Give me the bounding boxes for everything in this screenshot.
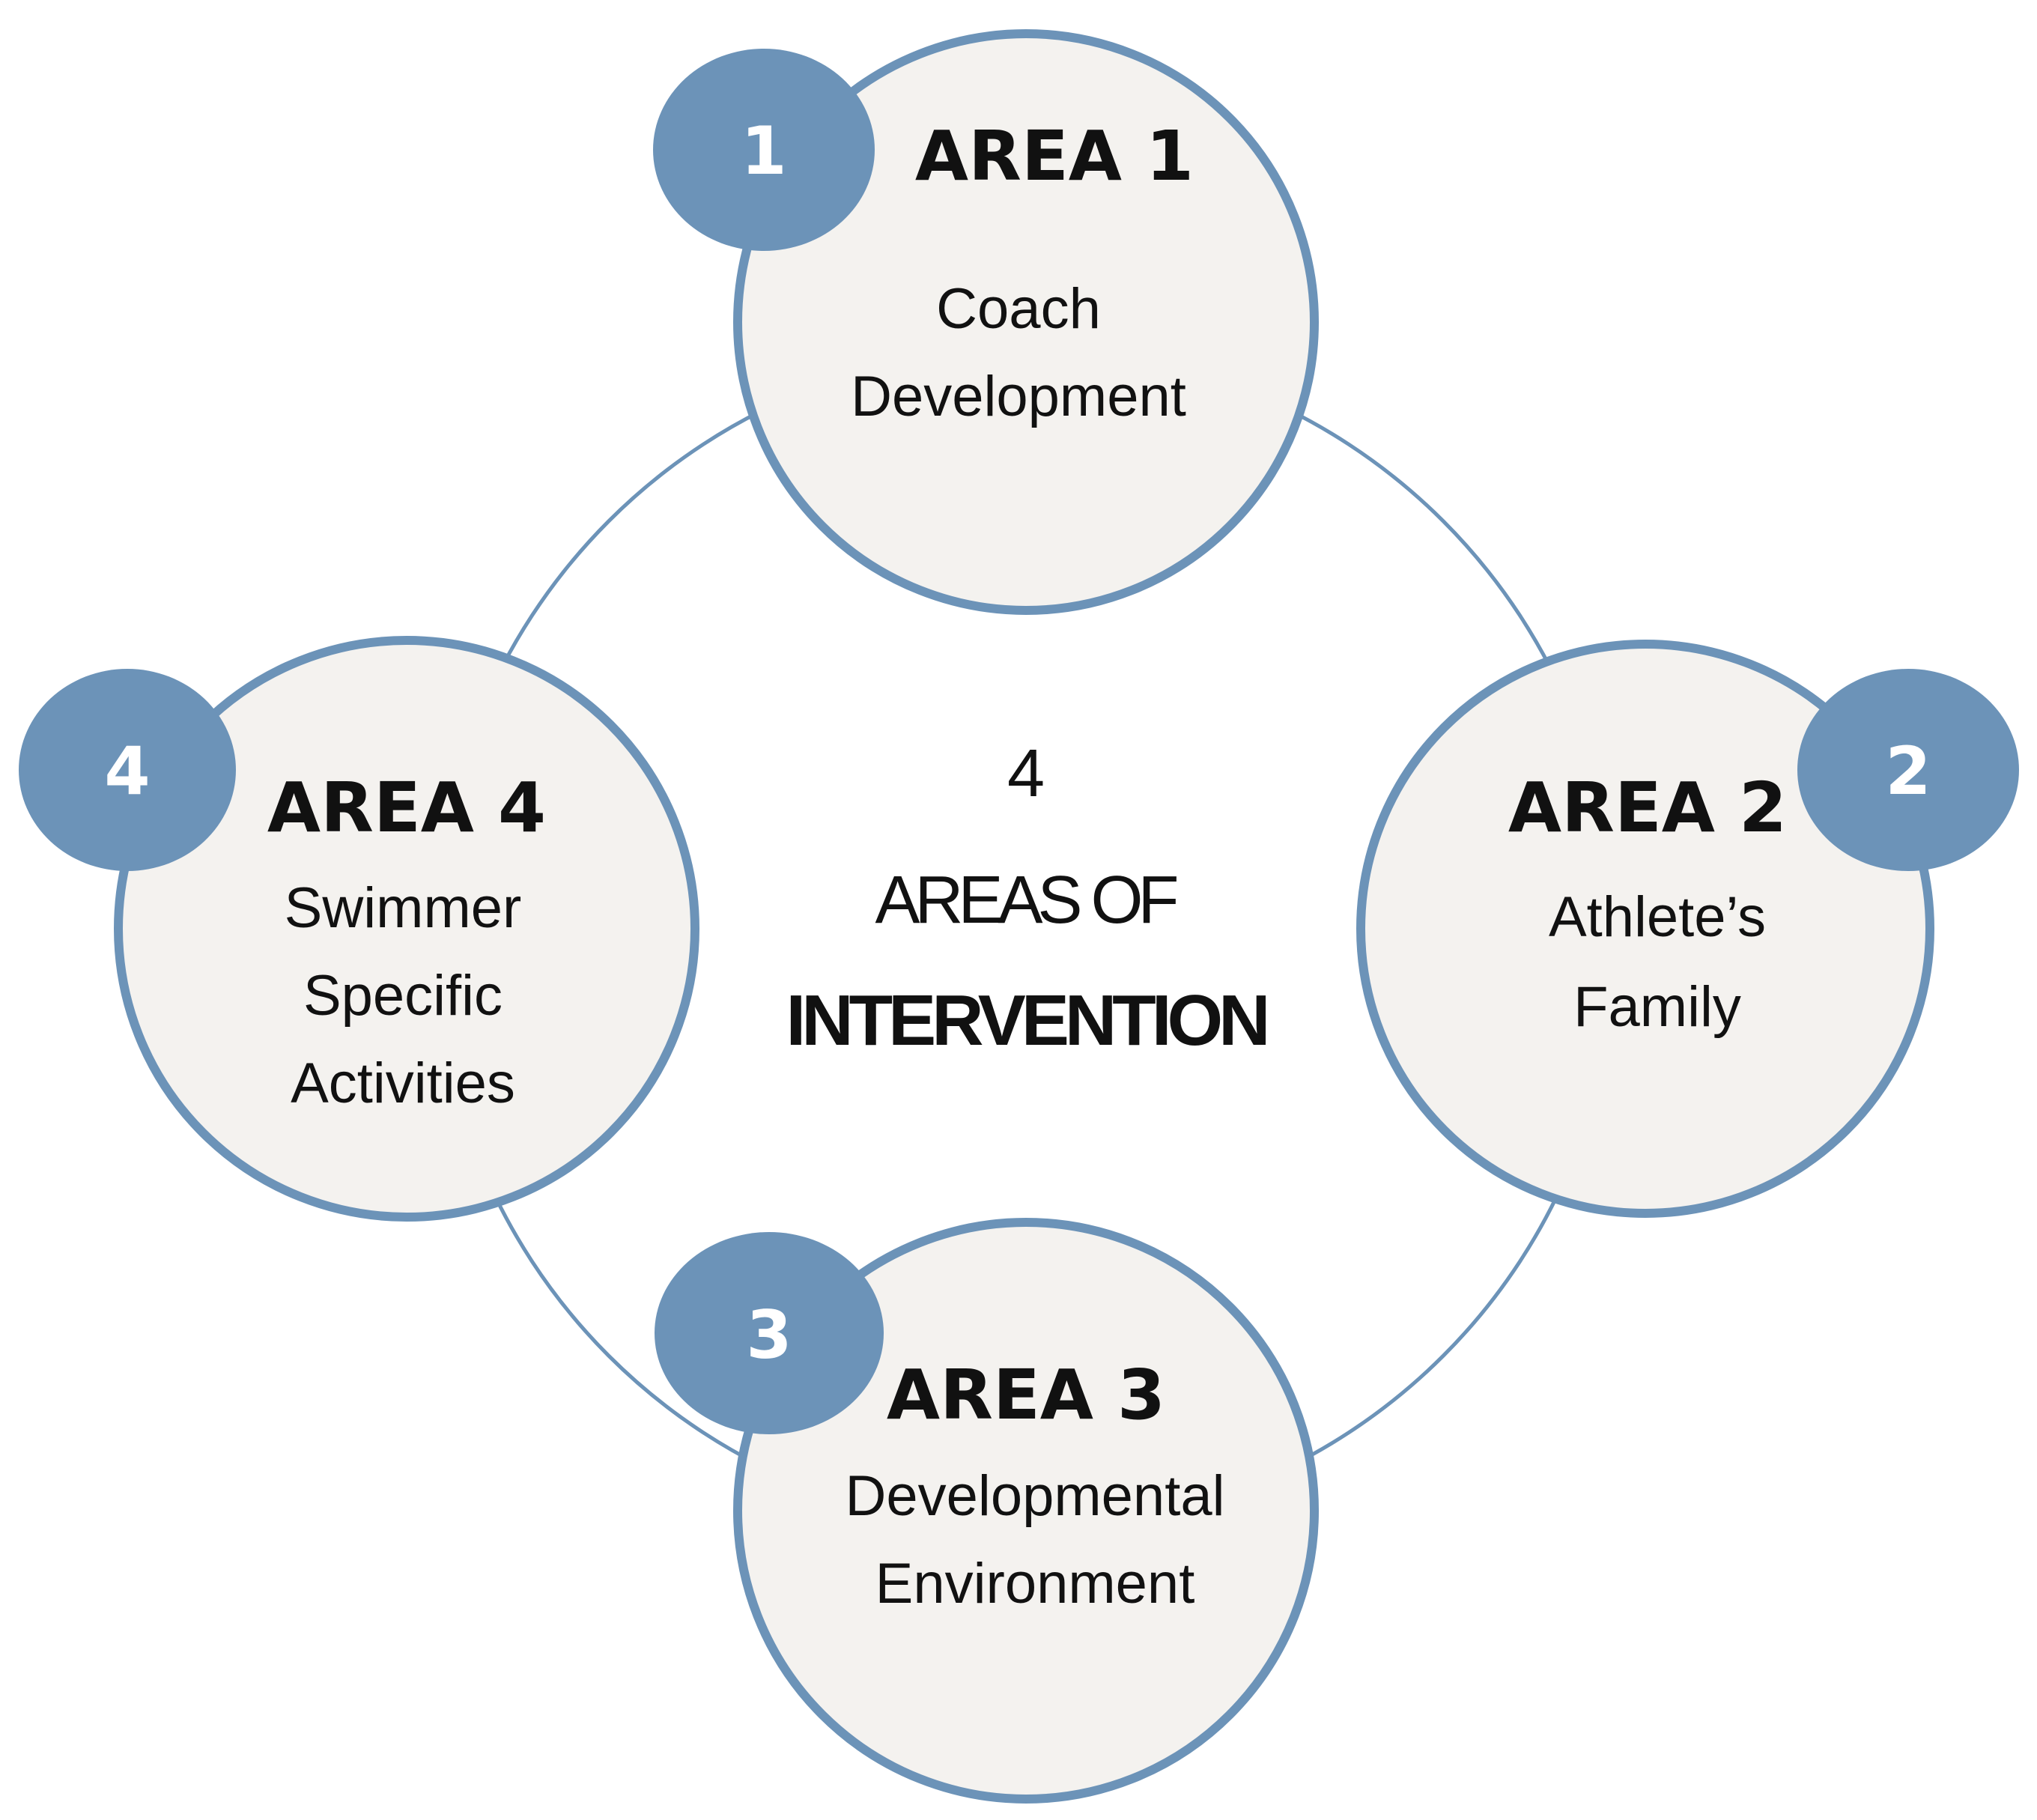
center-subtitle: AREAS OF [875,863,1177,938]
area-1-desc-line-1: Coach [936,277,1101,341]
area-3-desc-line-2: Environment [875,1552,1195,1616]
area-3-title: AREA 3 [887,1355,1165,1435]
area-2-badge-number: 2 [1885,732,1931,810]
center-label: 4 AREAS OF INTERVENTION [786,736,1271,1061]
area-3-badge-number: 3 [746,1296,792,1374]
area-2-node: 2 AREA 2 Athlete’s Family [1356,640,2019,1218]
area-1-circle [733,29,1319,615]
center-number: 4 [1007,736,1045,811]
area-4-desc-line-1: Swimmer [285,876,522,940]
area-3-node: 3 AREA 3 Developmental Environment [655,1218,1319,1804]
area-2-circle [1356,640,1934,1218]
area-1-title: AREA 1 [915,116,1194,196]
area-1-badge-number: 1 [741,112,786,189]
center-title: INTERVENTION [786,980,1266,1061]
area-2-desc-line-2: Family [1573,975,1741,1039]
area-1-node: 1 AREA 1 Coach Development [653,29,1319,615]
area-2-desc-line-1: Athlete’s [1549,885,1766,949]
area-4-node: 4 AREA 4 Swimmer Specific Activities [19,636,699,1222]
area-3-desc-line-1: Developmental [846,1464,1225,1528]
area-4-desc-line-3: Activities [291,1052,515,1115]
area-1-desc-line-2: Development [851,365,1186,428]
area-4-badge-number: 4 [104,732,150,810]
area-4-badge [19,669,236,871]
area-4-circle [114,636,699,1222]
area-2-title: AREA 2 [1508,768,1787,848]
area-4-desc-line-2: Specific [303,964,503,1028]
area-3-badge [655,1232,884,1434]
area-3-circle [733,1218,1319,1804]
area-2-badge [1797,669,2019,871]
area-4-title: AREA 4 [267,768,546,848]
area-1-badge [653,49,875,251]
